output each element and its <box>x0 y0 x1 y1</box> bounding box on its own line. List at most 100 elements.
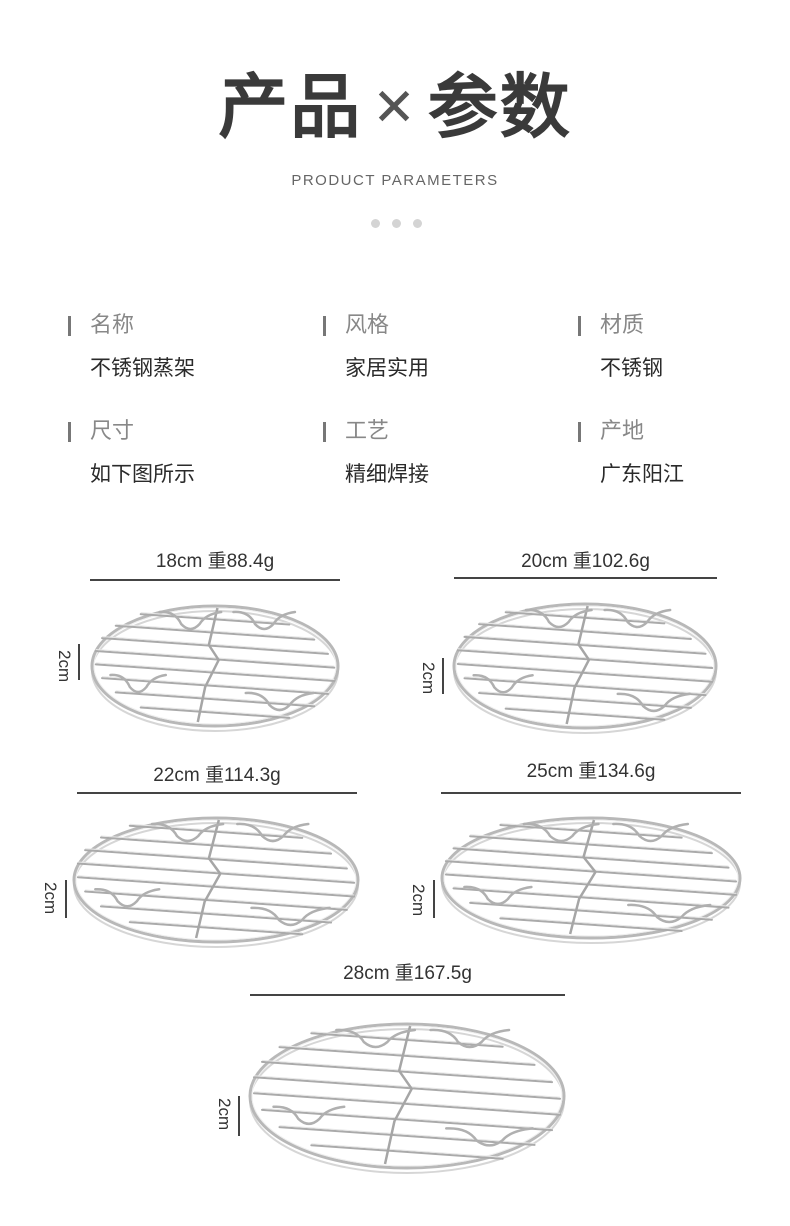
rack-leg <box>232 610 297 631</box>
page-subtitle: PRODUCT PARAMETERS <box>291 172 499 189</box>
param-label: 材质 <box>578 311 778 341</box>
rack-25cm: 25cm 重134.6g 2cm <box>404 756 749 946</box>
rack-22cm: 22cm 重114.3g 2cm <box>40 760 370 950</box>
rack-wire <box>478 692 692 709</box>
rack-wire-highlight <box>261 1107 553 1130</box>
rack-support-wire <box>565 605 591 725</box>
param-value: 不锈钢 <box>600 356 663 380</box>
rack-wire <box>456 649 714 670</box>
param-label: 名称 <box>68 311 268 341</box>
rack-wire-highlight <box>279 1045 535 1064</box>
page-title: 产品✕参数 <box>0 62 790 153</box>
rack-wire <box>114 691 316 708</box>
rack-wire-highlight <box>85 848 347 868</box>
rack-wire <box>260 1060 554 1084</box>
rack-wire <box>456 662 714 683</box>
rack-wire-highlight <box>129 920 303 934</box>
cross-icon: ✕ <box>372 78 418 138</box>
rack-wire-group <box>452 602 718 734</box>
rack-wire <box>252 1092 562 1116</box>
rack-rim <box>452 602 718 730</box>
rack-caption: 25cm 重134.6g <box>526 761 656 782</box>
caption-underline <box>90 579 340 581</box>
rack-wire <box>463 677 707 697</box>
rack-wire <box>94 663 336 683</box>
rack-leg <box>272 1105 346 1126</box>
height-label: 2cm <box>215 1098 234 1131</box>
rack-rim-highlight <box>443 819 739 937</box>
caption-underline <box>441 792 741 794</box>
rack-wire-highlight <box>115 623 315 639</box>
param-label: 尺寸 <box>68 417 268 447</box>
rack-wire <box>76 876 356 898</box>
rack-wire-highlight <box>479 691 691 707</box>
rack-leg <box>627 903 712 924</box>
rack-wire-highlight <box>85 889 347 909</box>
rack-leg <box>335 1028 417 1049</box>
rack-wire-group <box>440 816 742 944</box>
rack-leg <box>94 888 161 908</box>
rack-wire-highlight <box>253 1091 561 1114</box>
param-label: 风格 <box>323 311 523 341</box>
rack-rim <box>248 1022 566 1170</box>
rack-wire <box>469 835 713 855</box>
rack-wire-highlight <box>253 1075 561 1098</box>
param-origin: 产地 广东阳江 <box>578 417 778 489</box>
param-value: 不锈钢蒸架 <box>90 356 195 380</box>
rack-caption: 28cm 重167.5g <box>343 963 472 984</box>
rack-wire <box>260 1108 554 1132</box>
rack-leg <box>109 673 168 694</box>
rack-wire <box>101 637 329 655</box>
rack-wire-highlight <box>101 676 329 693</box>
title-product: 产品 <box>218 66 363 148</box>
height-indicator <box>78 644 80 680</box>
param-value: 广东阳江 <box>600 462 684 486</box>
rack-support-wire <box>383 1025 413 1165</box>
param-size: 尺寸 如下图所示 <box>68 417 268 489</box>
rack-leg <box>524 608 593 629</box>
rack-wire-highlight <box>279 1125 535 1144</box>
rack-wire <box>139 706 291 719</box>
steam-rack-image <box>90 604 340 732</box>
rack-wire <box>84 849 348 870</box>
param-value: 家居实用 <box>345 356 429 380</box>
rack-caption: 22cm 重114.3g <box>153 765 281 786</box>
rack-wire-highlight <box>445 872 737 894</box>
rack-wire-group <box>90 604 340 732</box>
title-parameters: 参数 <box>427 66 572 148</box>
rack-wire-highlight <box>77 875 355 896</box>
rack-rim-highlight <box>455 605 715 727</box>
steam-rack-image <box>72 816 360 948</box>
rack-wire <box>278 1126 536 1146</box>
rack-wire <box>310 1144 504 1160</box>
rack-wire-highlight <box>470 900 712 919</box>
rack-wire <box>114 624 316 641</box>
param-value: 如下图所示 <box>90 462 195 486</box>
rack-28cm: 28cm 重167.5g 2cm <box>210 958 580 1178</box>
height-indicator <box>442 658 444 694</box>
rack-leg <box>158 610 223 631</box>
rack-wire <box>463 635 707 655</box>
height-label: 2cm <box>41 882 60 915</box>
rack-wire-highlight <box>505 706 665 719</box>
rack-support-wire <box>568 819 597 935</box>
rack-wire-highlight <box>115 690 315 706</box>
rack-leg <box>603 608 672 629</box>
height-label: 2cm <box>55 650 74 683</box>
rack-leg <box>612 822 690 843</box>
rack-rim-highlight <box>93 607 337 725</box>
param-material: 材质 不锈钢 <box>578 311 778 383</box>
rack-wire-highlight <box>457 648 713 668</box>
rack-wire-highlight <box>457 661 713 681</box>
rack-20cm: 20cm 重102.6g 2cm <box>414 546 734 736</box>
rack-wire-highlight <box>453 846 729 867</box>
rack-wire-highlight <box>470 834 712 853</box>
rack-wire-highlight <box>311 1143 503 1158</box>
rack-wire <box>444 873 738 896</box>
dot-icon <box>413 219 422 228</box>
rack-leg <box>244 691 315 712</box>
height-label: 2cm <box>419 662 438 695</box>
param-label: 工艺 <box>323 417 523 447</box>
caption-underline <box>454 577 717 579</box>
rack-wire-highlight <box>95 662 335 681</box>
